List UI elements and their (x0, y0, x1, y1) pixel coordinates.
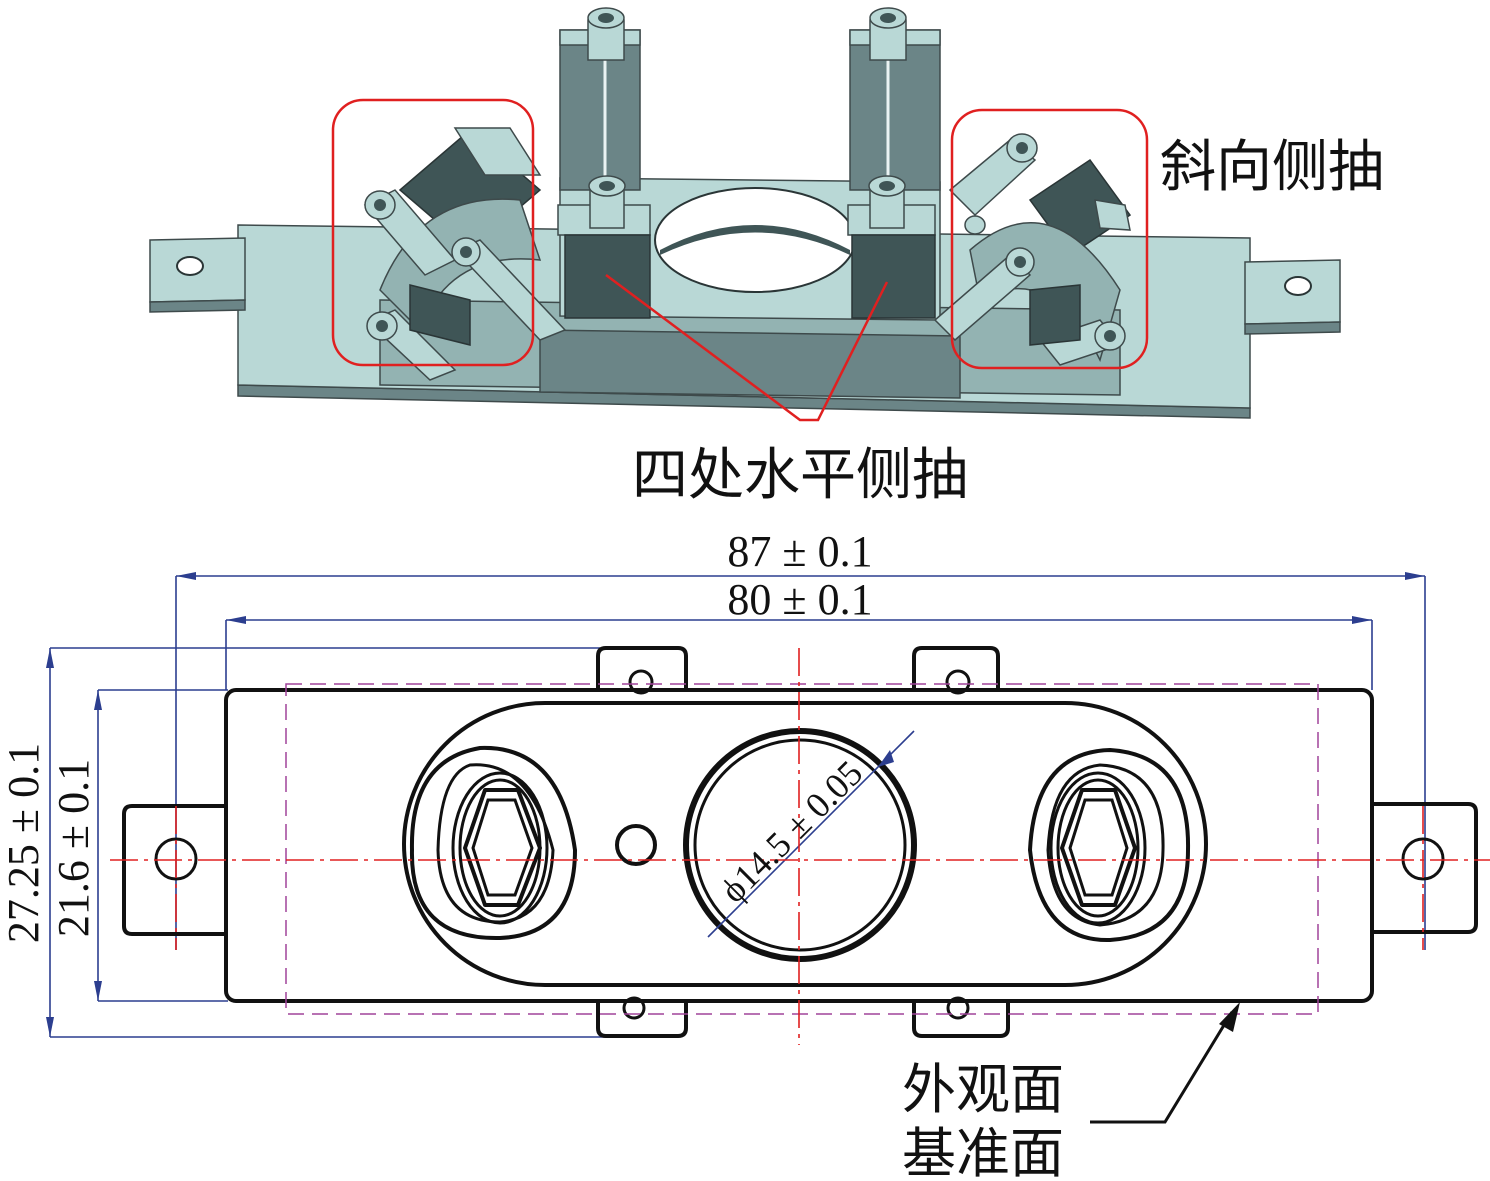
right-angled-pull-callout (950, 108, 1149, 370)
angled-side-pull-label: 斜向侧抽 (1160, 135, 1384, 200)
datum-surface-label: 基准面 (902, 1122, 1064, 1181)
right-boss (1028, 748, 1191, 943)
horizontal-side-pull-label: 四处水平侧抽 (632, 443, 968, 508)
engineering-drawing (46, 572, 1490, 1124)
front-right-block (847, 175, 936, 319)
central-hole-inner (693, 738, 907, 952)
horizontal-pull-leader (605, 273, 889, 422)
left-angled-cluster (363, 127, 567, 381)
datum-leader (1090, 1011, 1234, 1124)
left-boss (409, 745, 577, 941)
right-side-tab (1372, 802, 1478, 934)
left-angled-pull-callout (331, 98, 535, 367)
body-length-dim: 80 ± 0.1 (727, 575, 872, 624)
hole-diameter-dim: ϕ14.5 ± 0.05 (713, 753, 870, 910)
left-side-tab (122, 804, 226, 936)
bottom-right-tab (912, 1001, 1010, 1038)
central-hole-outer (683, 728, 917, 962)
right-tab-hole (1401, 837, 1445, 881)
bottom-left-tab (596, 1001, 688, 1038)
top-left-tab (596, 646, 688, 690)
stadium-boss-outline (402, 701, 1208, 987)
small-pin-hole (615, 824, 657, 866)
overall-width-dim: 27.25 ± 0.1 (0, 743, 48, 943)
top-right-tab (912, 646, 1000, 690)
right-pillar (849, 7, 941, 191)
body-width-dim: 21.6 ± 0.1 (49, 759, 98, 937)
overall-length-dim: 87 ± 0.1 (727, 527, 872, 576)
left-pillar (559, 7, 641, 191)
model-3d-view (149, 7, 1341, 422)
datum-reference-outline (285, 683, 1319, 1015)
appearance-surface-label: 外观面 (902, 1058, 1064, 1121)
left-tab-hole (154, 837, 198, 881)
right-angled-cluster (933, 133, 1132, 366)
